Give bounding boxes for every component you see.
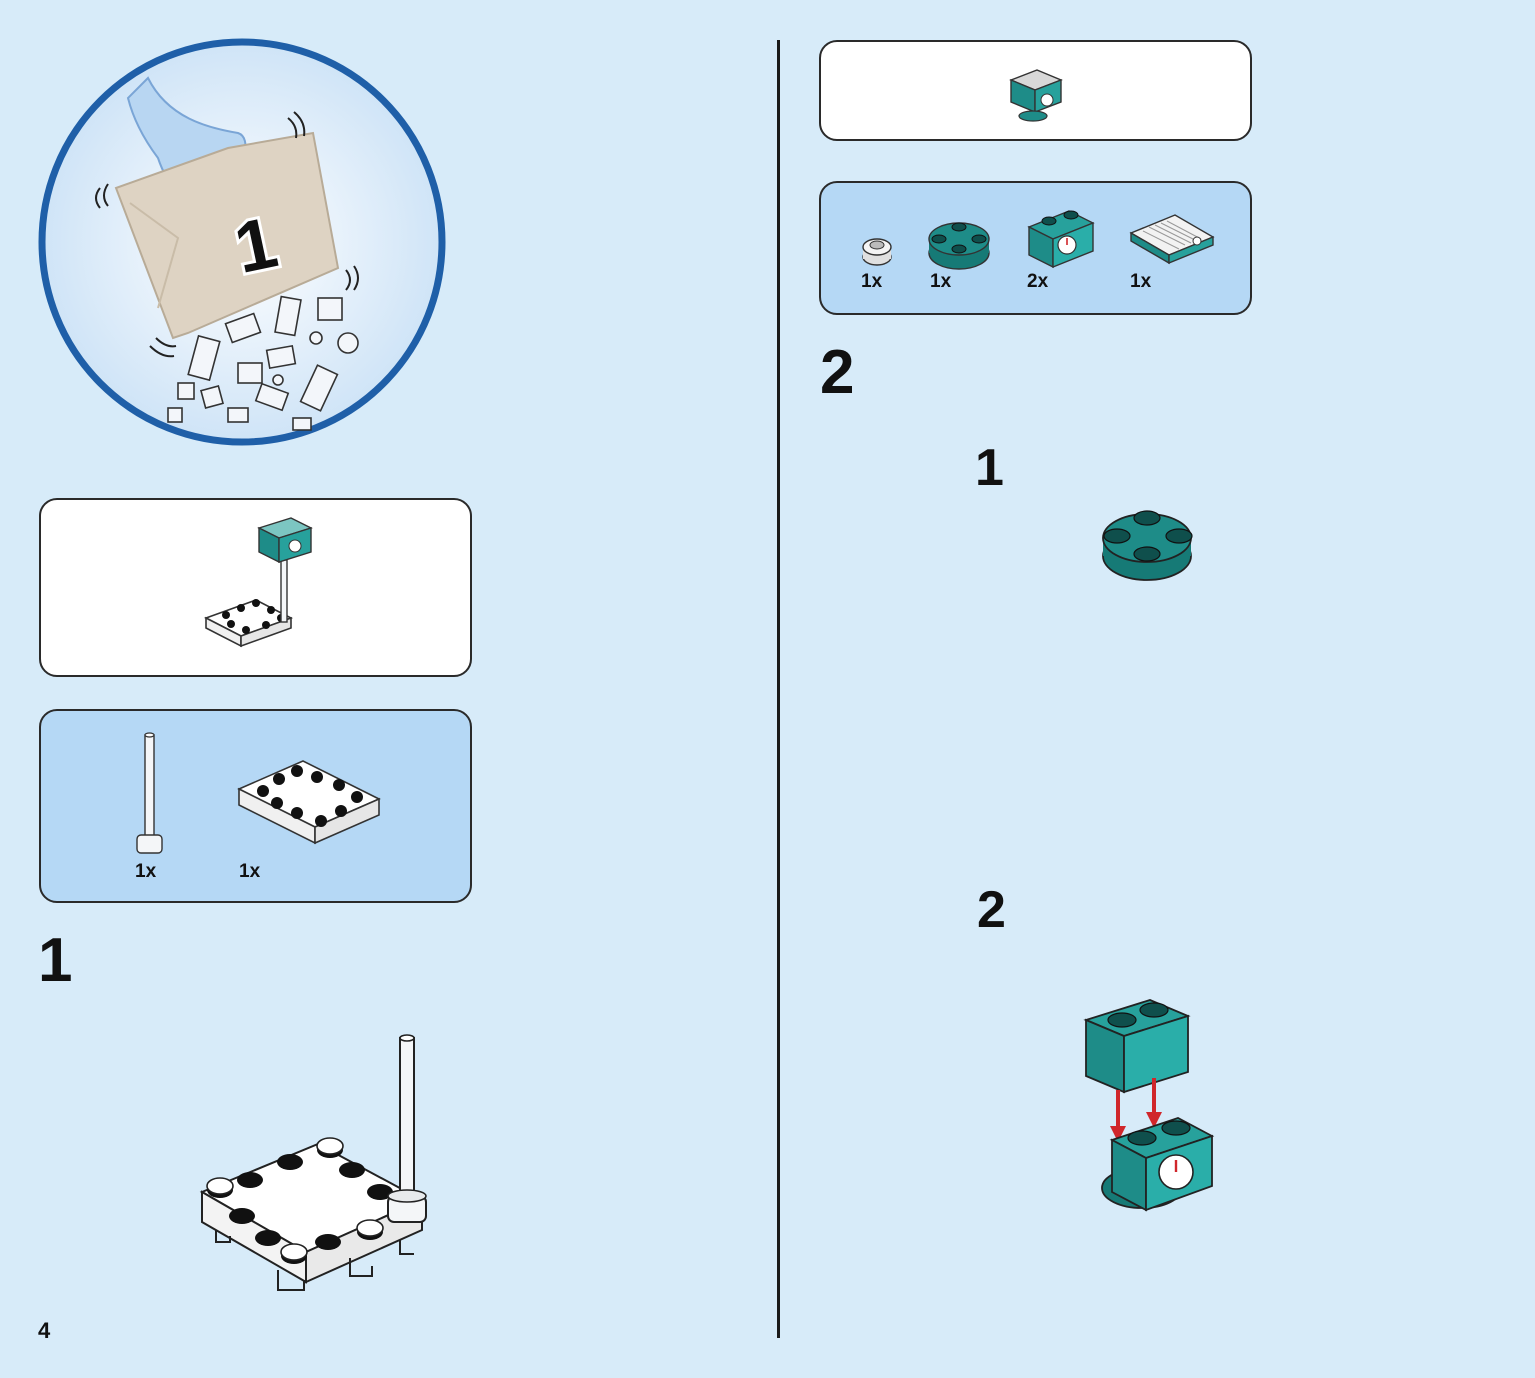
bag-circle-icon: 1 bbox=[38, 38, 446, 446]
step-number: 2 bbox=[820, 338, 855, 407]
plate-with-antenna-icon bbox=[199, 1034, 427, 1291]
round-plate-icon bbox=[1102, 510, 1193, 581]
substep-illustration bbox=[1080, 990, 1230, 1220]
grille-tile-icon bbox=[1129, 214, 1215, 265]
step-result-box bbox=[39, 498, 472, 677]
antenna-bar-icon bbox=[136, 732, 163, 854]
substep-number: 1 bbox=[975, 439, 1004, 497]
substep-illustration bbox=[1095, 500, 1205, 590]
white-plate-base-icon bbox=[237, 760, 381, 845]
step-number: 1 bbox=[38, 926, 73, 995]
column-divider bbox=[777, 40, 780, 1338]
clock-tower-preview-icon bbox=[1009, 69, 1063, 122]
part-quantity: 1x bbox=[930, 271, 952, 292]
brick-stack-icon bbox=[1083, 999, 1215, 1212]
part-quantity: 1x bbox=[861, 271, 883, 292]
page-number: 4 bbox=[38, 1318, 51, 1343]
step-result-box bbox=[819, 40, 1252, 141]
parts-list-box: 1x 1x 2x 1x bbox=[819, 181, 1252, 315]
clock-brick-icon bbox=[1027, 210, 1095, 269]
round-stud-icon bbox=[862, 238, 892, 266]
parts-list-box: 1x 1x bbox=[39, 709, 472, 903]
finished-model-icon bbox=[203, 517, 313, 648]
step-illustration bbox=[190, 1020, 450, 1310]
substep-number: 2 bbox=[977, 881, 1006, 939]
bag-illustration: 1 bbox=[38, 38, 446, 446]
part-quantity: 2x bbox=[1027, 271, 1049, 292]
round-plate-icon bbox=[928, 222, 990, 270]
part-quantity: 1x bbox=[135, 861, 157, 882]
part-quantity: 1x bbox=[239, 861, 261, 882]
part-quantity: 1x bbox=[1130, 271, 1152, 292]
